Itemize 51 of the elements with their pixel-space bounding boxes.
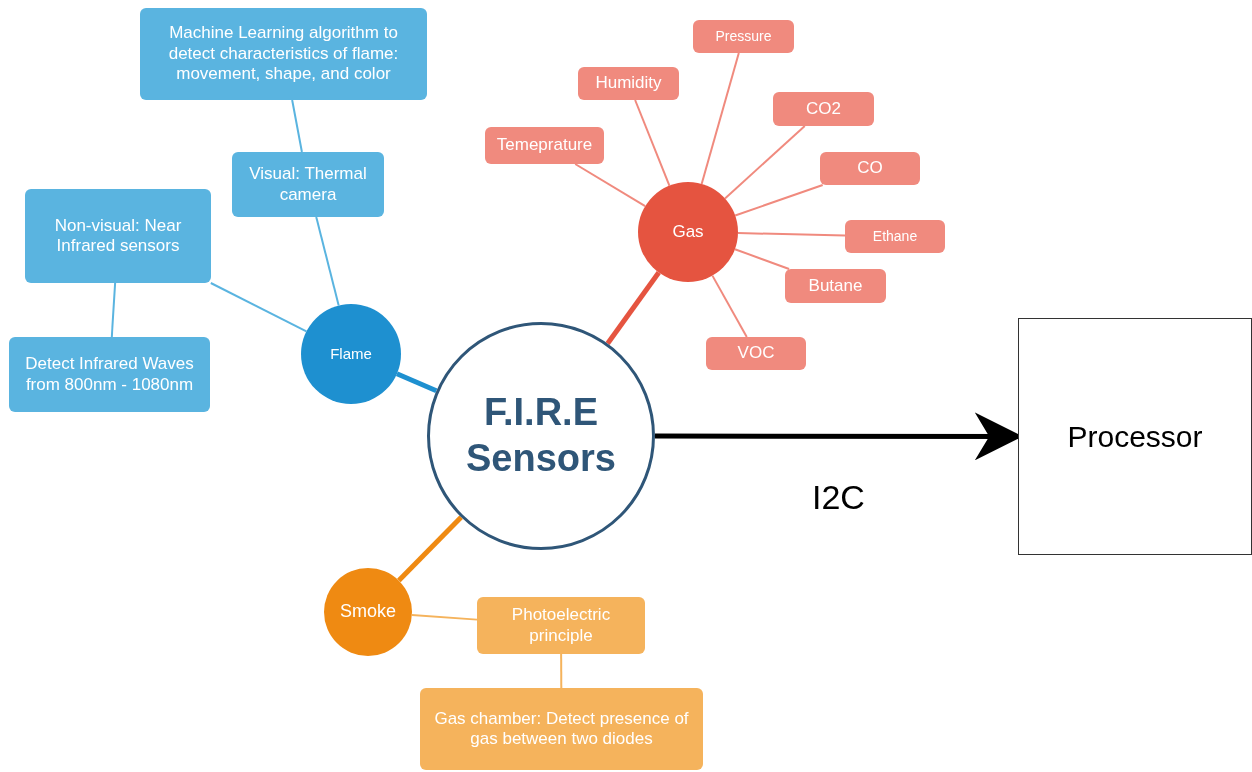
node-text: Visual: Thermal camera	[248, 164, 368, 205]
connector-line	[291, 99, 303, 153]
connector-line	[397, 515, 463, 583]
node-text: Detect Infrared Waves from 800nm - 1080nm	[24, 354, 195, 395]
info-box	[140, 8, 427, 100]
processor-box	[1018, 318, 1252, 555]
connector-line	[410, 614, 478, 621]
info-box	[485, 127, 604, 164]
connector-line	[733, 248, 791, 270]
info-box	[820, 152, 920, 185]
node-text: Machine Learning algorithm to detect characteristics of flame: movement, shape, and color	[167, 23, 400, 85]
node-text: Humidity	[595, 73, 662, 94]
node-text: Flame	[330, 345, 372, 363]
node-text: Non-visual: Near Infrared sensors	[53, 215, 183, 257]
info-box	[477, 597, 645, 654]
node-text: Butane	[808, 275, 863, 297]
info-box	[9, 337, 210, 412]
connector-line	[605, 271, 661, 345]
connector-line	[315, 216, 340, 307]
node-text: Ethane	[872, 228, 918, 245]
info-box	[420, 688, 703, 770]
node-text: Smoke	[340, 601, 396, 623]
node-text: Processor	[1067, 418, 1203, 455]
node-text: VOC	[737, 343, 775, 364]
node-text: CO	[857, 158, 883, 179]
info-box	[578, 67, 679, 100]
info-box	[845, 220, 945, 253]
info-box	[706, 337, 806, 370]
info-box	[232, 152, 384, 217]
info-box	[773, 92, 874, 126]
connector-line	[110, 282, 117, 338]
node-text: CO2	[806, 98, 841, 120]
connector-line	[700, 52, 740, 185]
node-text: Pressure	[715, 28, 772, 45]
connector-line	[634, 99, 671, 187]
node-text: Temeprature	[496, 135, 593, 156]
node-text: F.I.R.E Sensors	[466, 390, 616, 481]
connector-line	[737, 232, 846, 237]
connector-line	[560, 653, 563, 689]
info-box	[693, 20, 794, 53]
connector-line	[724, 125, 806, 200]
node-text: Gas chamber: Detect presence of gas between two diodes	[433, 708, 690, 750]
node-text: Photoelectric principle	[510, 605, 612, 646]
connector-line	[734, 184, 824, 217]
connector-line	[209, 282, 308, 333]
connector-line	[395, 371, 438, 394]
info-box	[785, 269, 886, 303]
info-box	[25, 189, 211, 283]
node-text: Gas	[672, 221, 704, 243]
connector-line	[711, 274, 748, 338]
connector-line	[574, 163, 647, 208]
